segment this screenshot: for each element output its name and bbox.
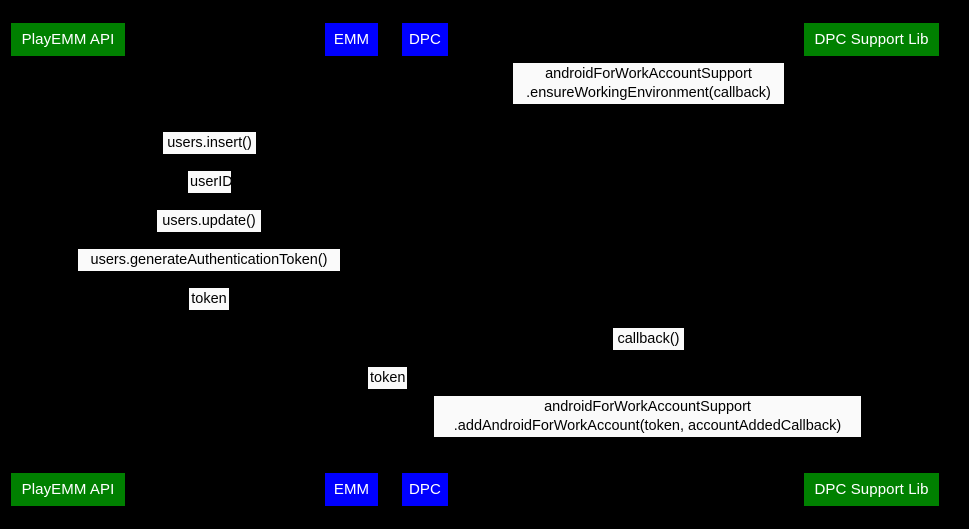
- lifeline-label: PlayEMM API: [21, 31, 115, 48]
- lifeline-label: DPC Support Lib: [814, 481, 929, 498]
- message-label-users-update: users.update(): [157, 210, 261, 232]
- lifeline-dpc-support-lib: [872, 56, 873, 473]
- message-label-ensure-working-environment: androidForWorkAccountSupport .ensureWorki…: [513, 63, 784, 104]
- lifeline-box-emm-top[interactable]: EMM: [325, 23, 378, 56]
- message-text-line: users.update(): [162, 213, 256, 229]
- lifeline-box-dpc-support-lib-top[interactable]: DPC Support Lib: [804, 23, 939, 56]
- message-label-callback: callback(): [613, 328, 684, 350]
- lifeline-label: PlayEMM API: [21, 481, 115, 498]
- lifeline-emm: [352, 56, 353, 473]
- message-text-line: .ensureWorkingEnvironment(callback): [526, 85, 771, 101]
- lifeline-label: DPC: [409, 31, 441, 48]
- message-text-line: androidForWorkAccountSupport: [545, 66, 752, 82]
- message-label-token-to-dpc: token: [368, 367, 407, 389]
- message-text-line: callback(): [617, 331, 680, 347]
- lifeline-playemm-api: [68, 56, 69, 473]
- message-label-token-to-emm: token: [189, 288, 229, 310]
- lifeline-box-emm-bottom[interactable]: EMM: [325, 473, 378, 506]
- lifeline-dpc: [425, 56, 426, 473]
- lifeline-label: EMM: [333, 31, 370, 48]
- lifeline-label: EMM: [333, 481, 370, 498]
- message-text-line: .addAndroidForWorkAccount(token, account…: [453, 418, 842, 434]
- lifeline-box-playemm-api-bottom[interactable]: PlayEMM API: [11, 473, 125, 506]
- message-label-add-android-for-work-account: androidForWorkAccountSupport .addAndroidF…: [434, 396, 861, 437]
- lifeline-box-dpc-bottom[interactable]: DPC: [402, 473, 448, 506]
- message-text-line: token: [191, 291, 227, 307]
- message-text-line: users.generateAuthenticationToken(): [90, 252, 328, 268]
- message-text-line: androidForWorkAccountSupport: [544, 399, 751, 415]
- message-label-users-insert: users.insert(): [163, 132, 256, 154]
- message-text-line: users.insert(): [167, 135, 252, 151]
- lifeline-label: DPC Support Lib: [814, 31, 929, 48]
- lifeline-box-dpc-support-lib-bottom[interactable]: DPC Support Lib: [804, 473, 939, 506]
- lifeline-label: DPC: [409, 481, 441, 498]
- message-text-line: userID: [190, 174, 233, 190]
- lifeline-box-playemm-api-top[interactable]: PlayEMM API: [11, 23, 125, 56]
- message-text-line: token: [370, 370, 406, 386]
- message-label-users-generate-authentication-token: users.generateAuthenticationToken(): [78, 249, 340, 271]
- message-label-user-id: userID: [188, 171, 233, 193]
- lifeline-box-dpc-top[interactable]: DPC: [402, 23, 448, 56]
